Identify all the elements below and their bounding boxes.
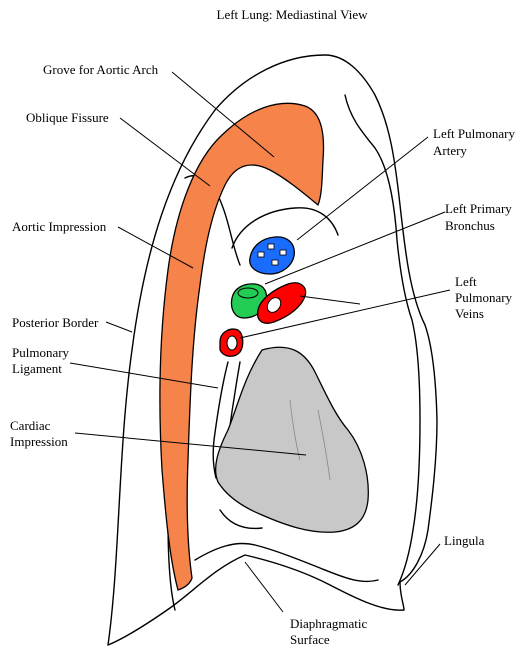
artery-branch-mark-2 bbox=[267, 243, 275, 250]
diaphragm-line bbox=[194, 542, 379, 583]
leader-left-pulmonary-artery bbox=[296, 136, 429, 241]
lung-outline bbox=[107, 54, 438, 646]
leader-pulmonary-ligament bbox=[69, 362, 219, 389]
leader-cardiac-impression bbox=[74, 432, 307, 456]
label-left-primary-bronchus-line1: Left Primary bbox=[445, 201, 512, 216]
label-pulmonary-ligament-line2: Ligament bbox=[12, 361, 62, 376]
label-oblique-fissure: Oblique Fissure bbox=[26, 110, 109, 125]
hilum-upper-curve bbox=[231, 207, 339, 249]
leader-posterior-border bbox=[105, 321, 133, 333]
label-diaphragmatic-surface-line2: Surface bbox=[290, 632, 330, 647]
leader-diaphragmatic-surface bbox=[244, 561, 284, 613]
artery-branch-mark-4 bbox=[271, 259, 279, 266]
label-aortic-impression: Aortic Impression bbox=[12, 219, 107, 234]
leader-left-pulmonary-veins-upper bbox=[299, 295, 361, 305]
label-posterior-border: Posterior Border bbox=[12, 315, 99, 330]
label-diaphragmatic-surface-line1: Diaphragmatic bbox=[290, 616, 367, 631]
bronchus-lumen bbox=[237, 287, 259, 299]
label-lingula: Lingula bbox=[444, 533, 485, 548]
label-groove-aortic-arch: Grove for Aortic Arch bbox=[43, 62, 159, 77]
left-pulmonary-vein-upper bbox=[256, 282, 307, 324]
upper-vein-lumen bbox=[266, 297, 282, 313]
artery-branch-mark-3 bbox=[279, 249, 287, 256]
label-left-pulmonary-artery-line1: Left Pulmonary bbox=[433, 126, 515, 141]
label-left-pulmonary-veins-line3: Veins bbox=[455, 306, 484, 321]
cardiac-impression bbox=[214, 346, 369, 533]
left-pulmonary-artery bbox=[249, 236, 295, 275]
cardiac-texture-line-2 bbox=[317, 409, 331, 481]
aortic-impression bbox=[159, 102, 325, 591]
leader-left-primary-bronchus bbox=[264, 211, 446, 285]
pulmonary-ligament-line bbox=[212, 361, 229, 479]
label-pulmonary-ligament-line1: Pulmonary bbox=[12, 345, 70, 360]
cardiac-texture-line bbox=[289, 399, 301, 461]
diaphragm-curve bbox=[219, 509, 263, 530]
artery-branch-mark-1 bbox=[257, 251, 265, 258]
diagram-title: Left Lung: Mediastinal View bbox=[217, 7, 369, 22]
lower-vein-lumen bbox=[226, 335, 238, 351]
leader-oblique-fissure bbox=[119, 117, 211, 187]
label-left-primary-bronchus-line2: Bronchus bbox=[445, 218, 495, 233]
label-left-pulmonary-veins-line2: Pulmonary bbox=[455, 290, 513, 305]
label-left-pulmonary-veins-line1: Left bbox=[455, 274, 477, 289]
label-cardiac-impression-line1: Cardiac bbox=[10, 418, 51, 433]
label-left-pulmonary-artery-line2: Artery bbox=[433, 143, 467, 158]
label-cardiac-impression-line2: Impression bbox=[10, 434, 68, 449]
leader-groove-aortic-arch bbox=[171, 71, 275, 158]
leader-aortic-impression bbox=[117, 226, 194, 269]
leader-lingula bbox=[404, 543, 441, 586]
leader-left-pulmonary-veins-lower bbox=[239, 289, 451, 339]
lung-border-inner-line bbox=[344, 94, 421, 586]
